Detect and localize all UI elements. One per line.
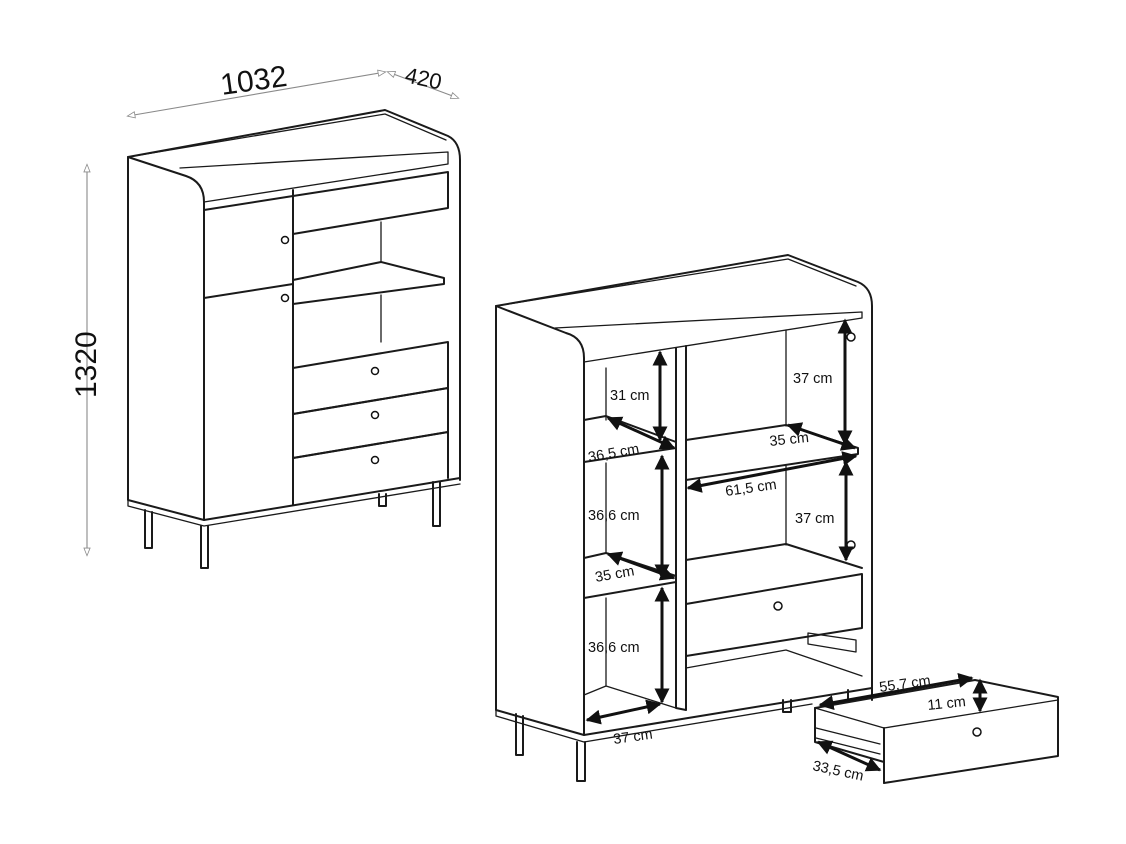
closed-cabinet-view: 1032 420 1320 bbox=[70, 60, 461, 569]
open-cabinet-view: 31 cm 36,5 cm 36,6 cm 35 cm 36,6 cm 37 c… bbox=[495, 254, 873, 782]
arrow-36-5cm bbox=[606, 416, 676, 450]
top-flap bbox=[292, 171, 449, 235]
label-11cm: 11 cm bbox=[927, 694, 967, 714]
height-label: 1320 bbox=[70, 331, 103, 398]
leg-side bbox=[432, 481, 441, 527]
label-55-7cm: 55,7 cm bbox=[878, 673, 931, 696]
open-top-inner bbox=[501, 258, 857, 306]
width-dimension-line bbox=[126, 69, 387, 119]
label-61-5cm: 61,5 cm bbox=[724, 477, 777, 500]
leg-front-right bbox=[200, 525, 209, 569]
leg-back bbox=[378, 493, 387, 507]
drawer-1 bbox=[292, 341, 449, 415]
right-shelf-lower bbox=[685, 543, 863, 569]
arrow-33-5cm bbox=[816, 740, 882, 772]
open-leg-back bbox=[782, 699, 792, 713]
door-knob-lower bbox=[280, 293, 290, 303]
open-shelf bbox=[292, 261, 445, 305]
hinge-lower bbox=[846, 540, 856, 550]
open-leg-front-left bbox=[515, 713, 524, 756]
top-inner-edge bbox=[133, 113, 447, 157]
open-top-back-edge bbox=[495, 254, 873, 701]
drawer-side bbox=[814, 707, 885, 763]
door-knob-upper bbox=[280, 235, 290, 245]
label-36-5cm: 36,5 cm bbox=[587, 441, 641, 466]
arrow-35cm-left bbox=[606, 551, 676, 581]
label-33-5cm: 33,5 cm bbox=[811, 758, 865, 784]
arrow-61-5cm bbox=[686, 451, 858, 493]
plinth bbox=[127, 483, 461, 527]
bottom-compartment bbox=[685, 649, 863, 677]
drawer-slide-rail bbox=[807, 632, 857, 653]
drawer-knob-1 bbox=[370, 366, 380, 376]
center-divider bbox=[675, 345, 687, 711]
label-37cm-top: 37 cm bbox=[793, 371, 833, 387]
depth-label: 420 bbox=[403, 62, 444, 94]
label-36-6cm-b: 36,6 cm bbox=[588, 640, 640, 656]
arrow-37cm-bottom bbox=[585, 699, 662, 725]
label-35cm-right: 35 cm bbox=[769, 430, 810, 450]
label-36-6cm-a: 36,6 cm bbox=[588, 508, 640, 524]
drawer-2 bbox=[292, 387, 449, 459]
open-plinth bbox=[495, 703, 813, 743]
width-label: 1032 bbox=[218, 60, 289, 102]
open-leg-front-right bbox=[576, 741, 586, 782]
drawer-knob bbox=[972, 727, 982, 737]
label-35cm-left: 35 cm bbox=[594, 563, 636, 586]
cabinet-drawer-knob bbox=[773, 601, 783, 611]
front-bottom-edge bbox=[203, 477, 461, 521]
drawer-knob-3 bbox=[370, 455, 380, 465]
upper-door-top bbox=[203, 195, 294, 211]
open-side-panel bbox=[495, 305, 585, 736]
leg-front-left bbox=[144, 509, 153, 549]
arrow-35cm-right bbox=[786, 422, 857, 451]
top-back-edge bbox=[127, 109, 461, 481]
label-37cm-middle: 37 cm bbox=[795, 511, 835, 527]
label-31cm: 31 cm bbox=[610, 388, 650, 404]
hinge-upper bbox=[846, 332, 856, 342]
cabinet-drawer bbox=[685, 573, 863, 657]
drawer-3 bbox=[292, 431, 449, 479]
drawer-detail-view: 55,7 cm 11 cm 33,5 cm bbox=[811, 672, 1059, 785]
top-shelf bbox=[179, 151, 449, 203]
depth-dimension-line bbox=[386, 71, 460, 99]
open-top-shelf bbox=[554, 311, 863, 363]
drawer-knob-2 bbox=[370, 410, 380, 420]
arrow-55-7cm bbox=[818, 672, 974, 711]
label-37cm-bottom: 37 cm bbox=[612, 727, 653, 748]
drawer-runner bbox=[815, 727, 881, 755]
door-split-line bbox=[203, 283, 294, 299]
side-panel bbox=[127, 156, 205, 521]
